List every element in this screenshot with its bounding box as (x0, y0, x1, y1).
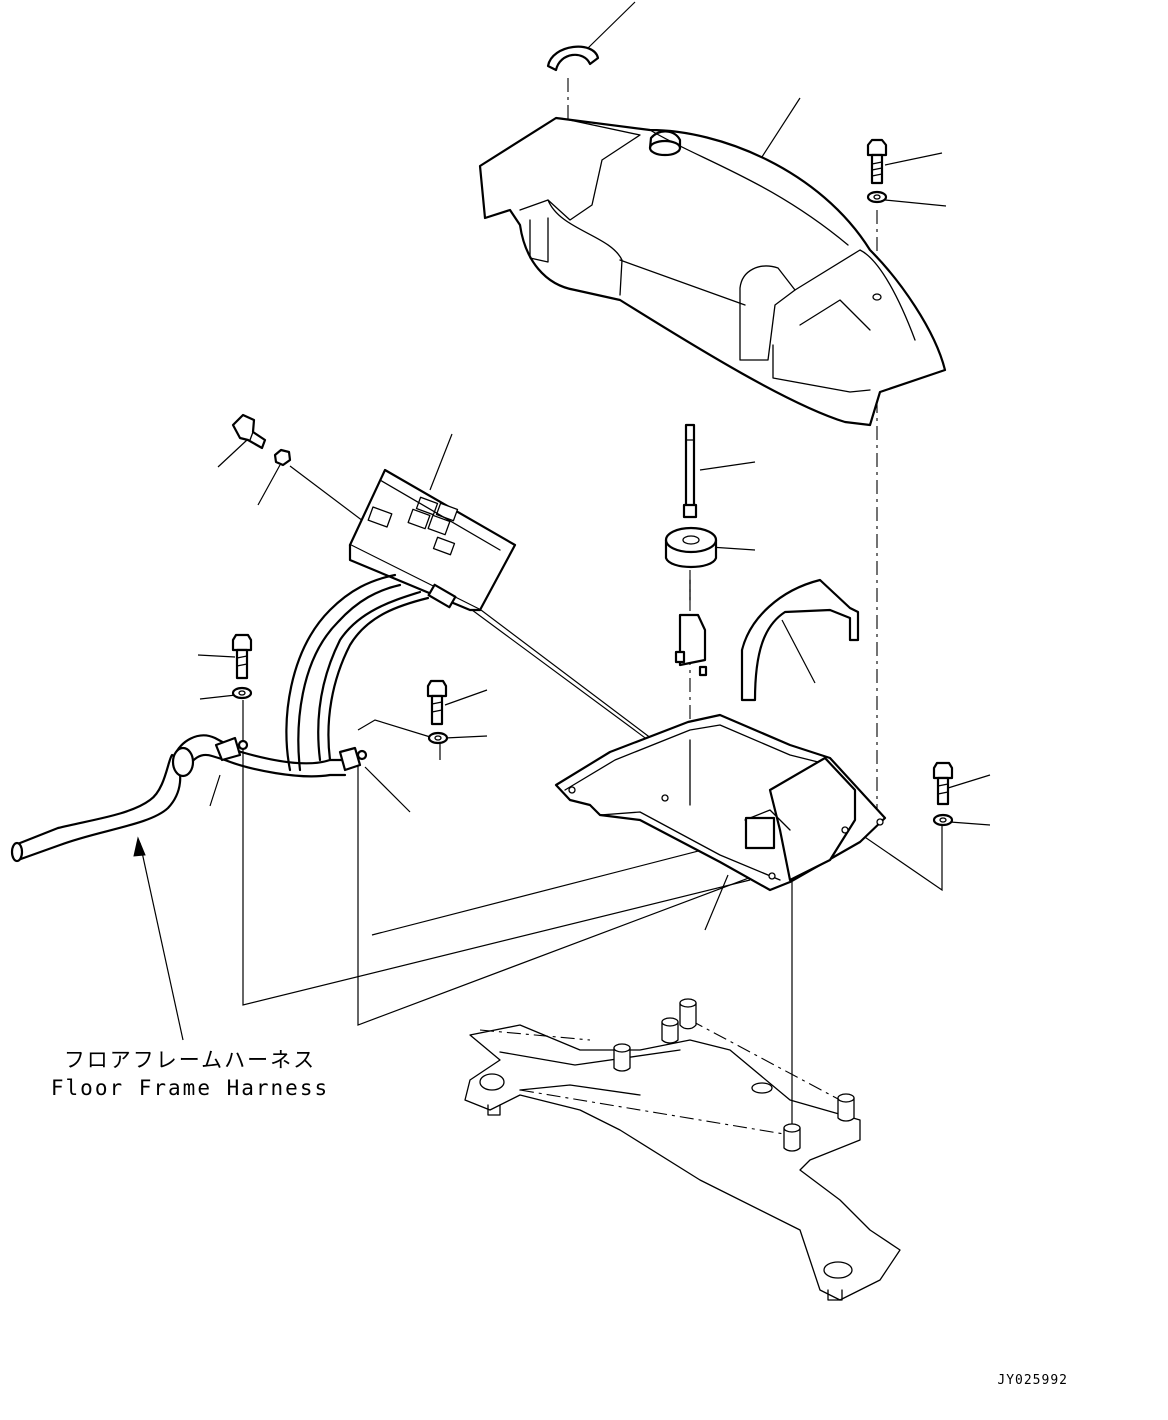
retaining-clip (546, 45, 600, 72)
bracket-washer-right (932, 813, 954, 827)
cover-bolt (866, 138, 888, 185)
assembly-lines (242, 465, 943, 1125)
drawing-code: JY025992 (997, 1373, 1068, 1388)
harness-washer-center (427, 731, 449, 745)
harness-clamp-left (214, 736, 249, 762)
upper-cover (478, 116, 947, 427)
sensor-bracket (674, 579, 708, 677)
controller-bolt (231, 413, 267, 450)
u-plate (740, 578, 860, 702)
controller-washer (273, 448, 292, 467)
cover-washer (866, 190, 888, 204)
harness-caption: フロアフレームハーネス Floor Frame Harness (40, 1046, 340, 1102)
harness-arrow (133, 836, 184, 1041)
caption-japanese: フロアフレームハーネス (63, 1048, 317, 1072)
harness-bolt-left (231, 633, 253, 680)
controller-unit (348, 468, 517, 612)
bracket-bolt-right (932, 761, 954, 806)
harness-bolt-center (426, 679, 448, 726)
rubber-mount (664, 526, 718, 568)
base-frame (464, 998, 901, 1301)
harness-clamp-right (338, 746, 368, 772)
harness-washer-left (231, 686, 253, 700)
floor-frame-harness (10, 573, 430, 863)
callout-leaders (197, 1, 991, 931)
stud-bolt (682, 423, 698, 519)
caption-english: Floor Frame Harness (50, 1076, 330, 1100)
mounting-bracket (554, 713, 887, 892)
